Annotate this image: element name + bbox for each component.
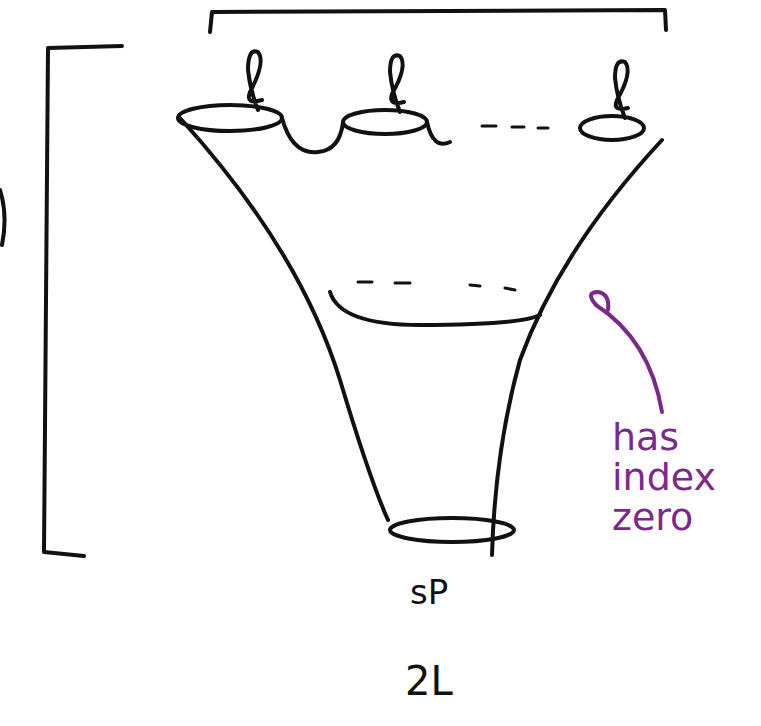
leader-arrow [596,305,662,412]
funnel-left [180,118,388,520]
top-circle [343,110,427,134]
loop [615,61,628,118]
saddle [427,122,450,144]
boundary-label: sP [410,575,500,611]
top-bracket [210,10,666,32]
surface-label: 2L [405,660,495,702]
loop [390,55,404,112]
saddle [282,118,343,152]
cross-section-hidden [358,282,515,290]
cross-section [330,292,540,325]
top-circle [178,105,282,131]
annotation: has index zero [612,418,747,538]
dots [482,126,548,128]
arrow-head [591,292,608,310]
left-paren [0,190,5,245]
bottom-circle [390,518,514,542]
top-circle [580,116,644,140]
loop [248,51,262,110]
left-bracket [44,46,122,556]
